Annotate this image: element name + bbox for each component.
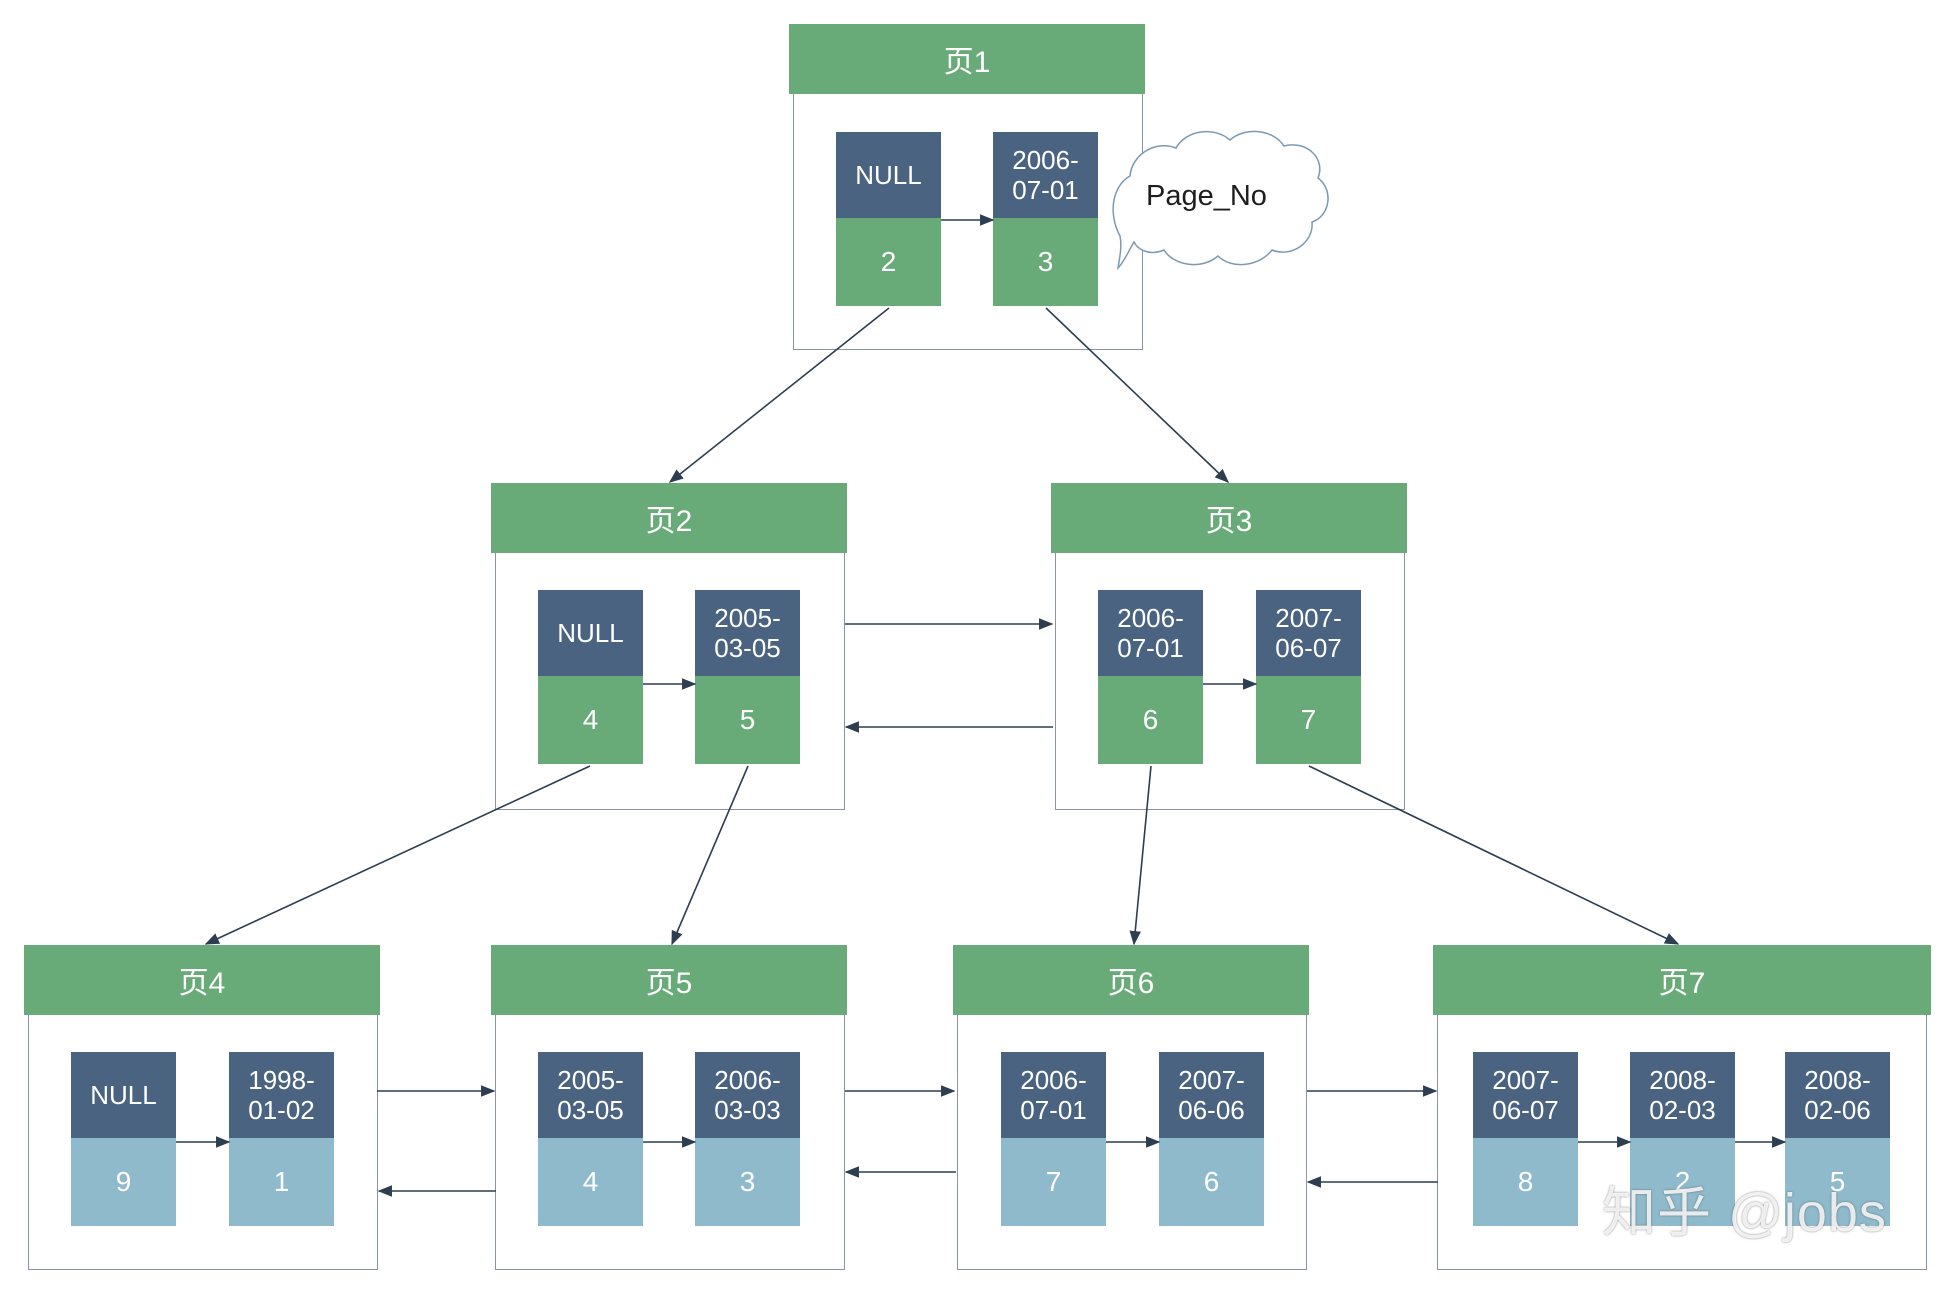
record-page-no: 6 [1159, 1138, 1264, 1226]
record-key: 2006- 07-01 [993, 132, 1098, 218]
record-page-no: 6 [1098, 676, 1203, 764]
record-page-no: 7 [1001, 1138, 1106, 1226]
record-page-no: 3 [695, 1138, 800, 1226]
page-title-p4: 页4 [24, 945, 380, 1015]
page-title-p6: 页6 [953, 945, 1309, 1015]
record-key: 2006- 03-03 [695, 1052, 800, 1138]
page-title-p2: 页2 [491, 483, 847, 553]
record-key: 2007- 06-07 [1473, 1052, 1578, 1138]
page-title-p3: 页3 [1051, 483, 1407, 553]
record-page-no: 4 [538, 676, 643, 764]
record-key: 2007- 06-06 [1159, 1052, 1264, 1138]
record-key: 1998- 01-02 [229, 1052, 334, 1138]
record-page-no: 4 [538, 1138, 643, 1226]
page-title-p1: 页1 [789, 24, 1145, 94]
record-key: 2006- 07-01 [1001, 1052, 1106, 1138]
record-key: 2008- 02-06 [1785, 1052, 1890, 1138]
record-key: NULL [538, 590, 643, 676]
record-key: 2008- 02-03 [1630, 1052, 1735, 1138]
page-title-p7: 页7 [1433, 945, 1931, 1015]
record-page-no: 3 [993, 218, 1098, 306]
page-title-p5: 页5 [491, 945, 847, 1015]
record-key: 2005- 03-05 [538, 1052, 643, 1138]
record-page-no: 2 [1630, 1138, 1735, 1226]
record-key: NULL [836, 132, 941, 218]
record-page-no: 5 [695, 676, 800, 764]
record-page-no: 9 [71, 1138, 176, 1226]
record-key: 2006- 07-01 [1098, 590, 1203, 676]
record-key: NULL [71, 1052, 176, 1138]
record-page-no: 5 [1785, 1138, 1890, 1226]
record-key: 2007- 06-07 [1256, 590, 1361, 676]
record-page-no: 8 [1473, 1138, 1578, 1226]
record-page-no: 1 [229, 1138, 334, 1226]
page-no-callout-label: Page_No [1146, 180, 1267, 212]
record-page-no: 7 [1256, 676, 1361, 764]
record-page-no: 2 [836, 218, 941, 306]
record-key: 2005- 03-05 [695, 590, 800, 676]
